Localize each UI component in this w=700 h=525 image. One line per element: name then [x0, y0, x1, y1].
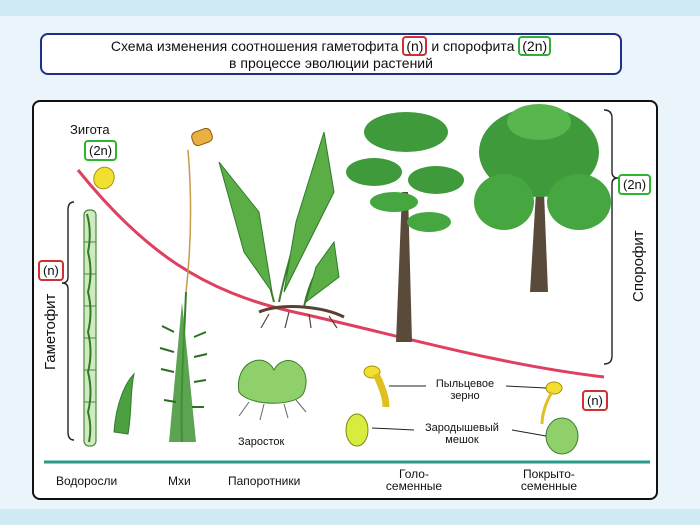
diagram-panel: Зигота (2n) (n) Гаметофит (2n) Спорофит … — [32, 100, 658, 500]
group-angiosperms-line2: семенные — [520, 479, 578, 493]
zygote-ploidy: (2n) — [84, 140, 118, 161]
group-angiosperms-line1: Покрыто- — [523, 467, 575, 481]
gametophyte-label: Гаметофит — [42, 293, 59, 370]
embryo-sac-pointer-left — [371, 427, 415, 431]
seed-gametophyte-ploidy: (n) — [582, 390, 608, 411]
pine-tree — [346, 112, 464, 342]
diagram-scene — [44, 104, 650, 464]
group-gymnosperms-line1: Голо- — [399, 467, 429, 481]
sporophyte-ploidy: (2n) — [618, 174, 652, 195]
group-gymnosperms-line2: семенные — [385, 479, 443, 493]
zygote-cell — [93, 166, 115, 190]
pollen-grain-line1: Пыльцевое — [435, 378, 495, 390]
embryo-sac-label: Зародышевый мешок — [412, 422, 512, 446]
pollen-grain-line2: зерно — [450, 390, 480, 402]
group-ferns: Папоротники — [228, 474, 301, 488]
title-gametophyte-ploidy: (n) — [402, 36, 428, 56]
title-line2: в процессе эволюции растений — [229, 55, 433, 71]
gametophyte-ploidy: (n) — [38, 260, 64, 281]
embryo-sac-pointer-right — [511, 429, 547, 437]
pollen-pointer-right — [505, 385, 547, 389]
title-line1-middle: и спорофита — [427, 38, 519, 54]
diagram-title: Схема изменения соотношения гаметофита (… — [40, 33, 622, 75]
group-algae: Водоросли — [56, 474, 118, 488]
title-sporophyte-ploidy: (2n) — [518, 36, 552, 56]
algae-tuft — [113, 372, 135, 435]
sporophyte-bracket — [603, 109, 619, 365]
prothallus-label: Заросток — [238, 436, 285, 448]
group-angiosperms: Покрыто- семенные — [504, 468, 594, 492]
pollen-grain-label: Пыльцевое зерно — [424, 378, 506, 402]
title-line1-prefix: Схема изменения соотношения гаметофита — [110, 38, 403, 54]
fern-plant — [218, 131, 345, 329]
embryo-sac-line2: мешок — [445, 434, 479, 446]
pollen-grain-gymnosperm — [363, 365, 390, 408]
algae-filament — [83, 209, 97, 447]
evolution-curve — [76, 169, 605, 379]
gametophyte-bracket — [61, 201, 75, 441]
group-gymnosperms: Голо- семенные — [374, 468, 454, 492]
prothallus-rhizoids — [238, 399, 307, 421]
embryo-sac-gymnosperm — [345, 413, 369, 447]
moss-plant — [159, 127, 213, 443]
deciduous-tree — [474, 104, 611, 292]
zygote-label: Зигота — [70, 122, 110, 137]
group-mosses: Мхи — [168, 474, 191, 488]
embryo-sac-angiosperm — [545, 417, 579, 455]
prothallus — [237, 359, 307, 404]
sporophyte-label: Спорофит — [630, 230, 647, 302]
embryo-sac-line1: Зародышевый — [425, 422, 499, 434]
